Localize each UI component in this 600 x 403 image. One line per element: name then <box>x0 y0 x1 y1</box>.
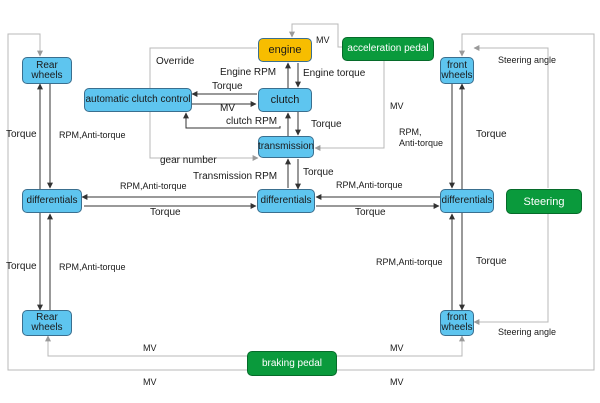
rpm-anti-torque-transmission-label: RPM, Anti-torque <box>399 127 444 148</box>
rpm-anti-torque-right-label: RPM,Anti-torque <box>336 180 403 190</box>
rear-wheels-bottom-node: Rear wheels <box>22 310 72 336</box>
torque-front-top-label: Torque <box>476 129 507 140</box>
mv-brake-left-outer-label: MV <box>143 377 157 387</box>
rpm-anti-torque-rear-top-label: RPM,Anti-torque <box>59 130 126 140</box>
rpm-anti-torque-front-bottom-label: RPM,Anti-torque <box>376 257 443 267</box>
mv-brake-outer-loop <box>7 33 247 371</box>
steering-angle-top-line <box>473 45 549 188</box>
steering-angle-top-label: Steering angle <box>498 55 557 65</box>
transmission-rpm-label: Transmission RPM <box>193 171 278 182</box>
differentials-center-node: differentials <box>257 189 315 213</box>
rpm-anti-torque-rear-bottom-label: RPM,Anti-torque <box>59 262 126 272</box>
engine-node: engine <box>258 38 312 62</box>
differentials-right-node: differentials <box>440 189 494 213</box>
front-wheels-top-node: front wheels <box>440 57 474 84</box>
mv-accel-to-transmission-label: MV <box>390 101 404 111</box>
engine-torque-label: Engine torque <box>303 68 366 79</box>
gear-number-label: gear number <box>160 155 217 166</box>
mv-accel-to-engine-line <box>289 23 342 48</box>
mv-brake-right-outer-label: MV <box>390 377 404 387</box>
clutch-node: clutch <box>258 88 312 112</box>
engine-rpm-label: Engine RPM <box>220 67 277 78</box>
mv-control-to-clutch-label: MV <box>220 103 235 114</box>
mv-brake-right-inner-label: MV <box>390 343 404 353</box>
clutch-rpm-arrow <box>183 112 281 129</box>
braking-pedal-node: braking pedal <box>247 351 337 376</box>
rpm-anti-torque-left-label: RPM,Anti-torque <box>120 181 187 191</box>
rear-wheels-top-node: Rear wheels <box>22 57 72 84</box>
mv-brake-inner-right <box>337 335 465 357</box>
override-label: Override <box>156 56 195 67</box>
acceleration-pedal-node: acceleration pedal <box>342 37 434 61</box>
torque-rear-bottom-label: Torque <box>6 261 37 272</box>
torque-clutch-to-control-label: Torque <box>212 81 243 92</box>
torque-rear-top-label: Torque <box>6 129 37 140</box>
torque-front-bottom-label: Torque <box>476 256 507 267</box>
steering-angle-bottom-label: Steering angle <box>498 327 557 337</box>
torque-clutch-to-transmission-label: Torque <box>311 119 342 130</box>
automatic-clutch-control-node: automatic clutch control <box>84 88 192 112</box>
differentials-left-node: differentials <box>22 189 82 213</box>
steering-node: Steering <box>506 189 582 214</box>
mv-accel-to-engine-label: MV <box>316 35 330 45</box>
mv-brake-inner-left <box>45 335 247 357</box>
mv-brake-outer-loop-right <box>337 33 595 371</box>
mv-accel-to-transmission-line <box>314 61 385 151</box>
clutch-rpm-label: clutch RPM <box>226 116 278 127</box>
mv-brake-left-inner-label: MV <box>143 343 157 353</box>
torque-transmission-to-diff-label: Torque <box>303 167 334 178</box>
torque-left-label: Torque <box>150 207 181 218</box>
torque-right-label: Torque <box>355 207 386 218</box>
transmission-node: transmission <box>258 136 314 158</box>
steering-angle-bottom-line <box>473 214 549 325</box>
front-wheels-bottom-node: front wheels <box>440 310 474 336</box>
